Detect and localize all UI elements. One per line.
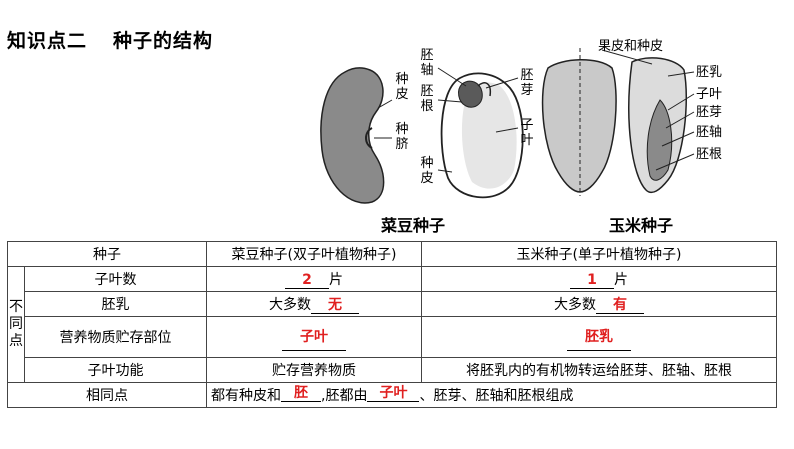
label-corn-endosperm: 胚乳 bbox=[696, 65, 723, 80]
header-bean: 菜豆种子(双子叶植物种子) bbox=[206, 241, 422, 267]
label-bean-seed-coat: 种皮 bbox=[420, 156, 434, 186]
row-label-storage: 营养物质贮存部位 bbox=[24, 316, 207, 358]
cell-corn-storage: 胚乳 bbox=[421, 316, 777, 358]
row-label-cotyledon-count: 子叶数 bbox=[24, 266, 207, 292]
label-pericarp: 果皮和种皮 bbox=[598, 39, 664, 54]
answer-blank: 有 bbox=[596, 298, 644, 314]
cell-bean-endosperm: 大多数无 bbox=[206, 291, 422, 317]
seed-structure-figure bbox=[320, 48, 695, 204]
answer-blank: 子叶 bbox=[282, 324, 346, 351]
label-corn-cotyledon: 子叶 bbox=[696, 87, 723, 102]
label-seed-coat: 种皮 bbox=[395, 72, 409, 102]
label-corn-hypocotyl: 胚轴 bbox=[696, 125, 723, 140]
section-number: 知识点二 bbox=[7, 30, 88, 52]
label-cotyledon: 子叶 bbox=[520, 118, 534, 148]
label-hypocotyl: 胚轴 bbox=[420, 48, 434, 78]
label-corn-plumule: 胚芽 bbox=[696, 105, 723, 120]
caption-corn-seed: 玉米种子 bbox=[609, 216, 674, 235]
answer-blank: 2 bbox=[285, 273, 329, 289]
seed-comparison-table: 种子 菜豆种子(双子叶植物种子) 玉米种子(单子叶植物种子) 不同点 子叶数 2… bbox=[7, 241, 777, 408]
table-row: 相同点 都有种皮和胚,胚都由子叶、胚芽、胚轴和胚根组成 bbox=[7, 382, 777, 408]
answer-blank: 子叶 bbox=[367, 386, 420, 402]
label-radicle: 胚根 bbox=[420, 84, 434, 114]
bean-seed-exterior bbox=[320, 67, 385, 204]
label-plumule: 胚芽 bbox=[520, 68, 534, 98]
cell-corn-function: 将胚乳内的有机物转运给胚芽、胚轴、胚根 bbox=[421, 357, 777, 383]
row-label-function: 子叶功能 bbox=[24, 357, 207, 383]
table-row: 胚乳 大多数无 大多数有 bbox=[8, 291, 777, 317]
answer-blank: 胚 bbox=[281, 386, 321, 402]
cell-bean-storage: 子叶 bbox=[206, 316, 422, 358]
header-corn: 玉米种子(单子叶植物种子) bbox=[421, 241, 777, 267]
bean-embryo bbox=[458, 80, 483, 108]
table-row: 营养物质贮存部位 子叶 胚乳 bbox=[8, 316, 777, 358]
caption-bean-seed: 菜豆种子 bbox=[381, 216, 446, 235]
cell-corn-endosperm: 大多数有 bbox=[421, 291, 777, 317]
answer-blank: 无 bbox=[311, 298, 359, 314]
label-corn-radicle: 胚根 bbox=[696, 147, 723, 162]
bean-cotyledon-shade bbox=[461, 82, 517, 189]
section-subtitle: 种子的结构 bbox=[113, 30, 214, 52]
bean-plumule bbox=[477, 82, 492, 97]
cell-bean-function: 贮存营养物质 bbox=[206, 357, 422, 383]
side-label-differences: 不同点 bbox=[7, 266, 25, 383]
answer-blank: 胚乳 bbox=[567, 324, 631, 351]
answer-blank: 1 bbox=[570, 273, 614, 289]
row-label-common: 相同点 bbox=[7, 382, 207, 408]
section-title: 知识点二 种子的结构 bbox=[7, 26, 213, 53]
label-hilum: 种脐 bbox=[395, 122, 409, 152]
cell-common: 都有种皮和胚,胚都由子叶、胚芽、胚轴和胚根组成 bbox=[206, 382, 777, 408]
table-row: 子叶功能 贮存营养物质 将胚乳内的有机物转运给胚芽、胚轴、胚根 bbox=[8, 357, 777, 383]
table-header-row: 种子 菜豆种子(双子叶植物种子) 玉米种子(单子叶植物种子) bbox=[7, 241, 777, 267]
corn-seed-exterior bbox=[541, 59, 617, 193]
corn-embryo bbox=[646, 99, 673, 181]
header-seed: 种子 bbox=[7, 241, 207, 267]
row-label-endosperm: 胚乳 bbox=[24, 291, 207, 317]
bean-hilum bbox=[365, 127, 373, 149]
